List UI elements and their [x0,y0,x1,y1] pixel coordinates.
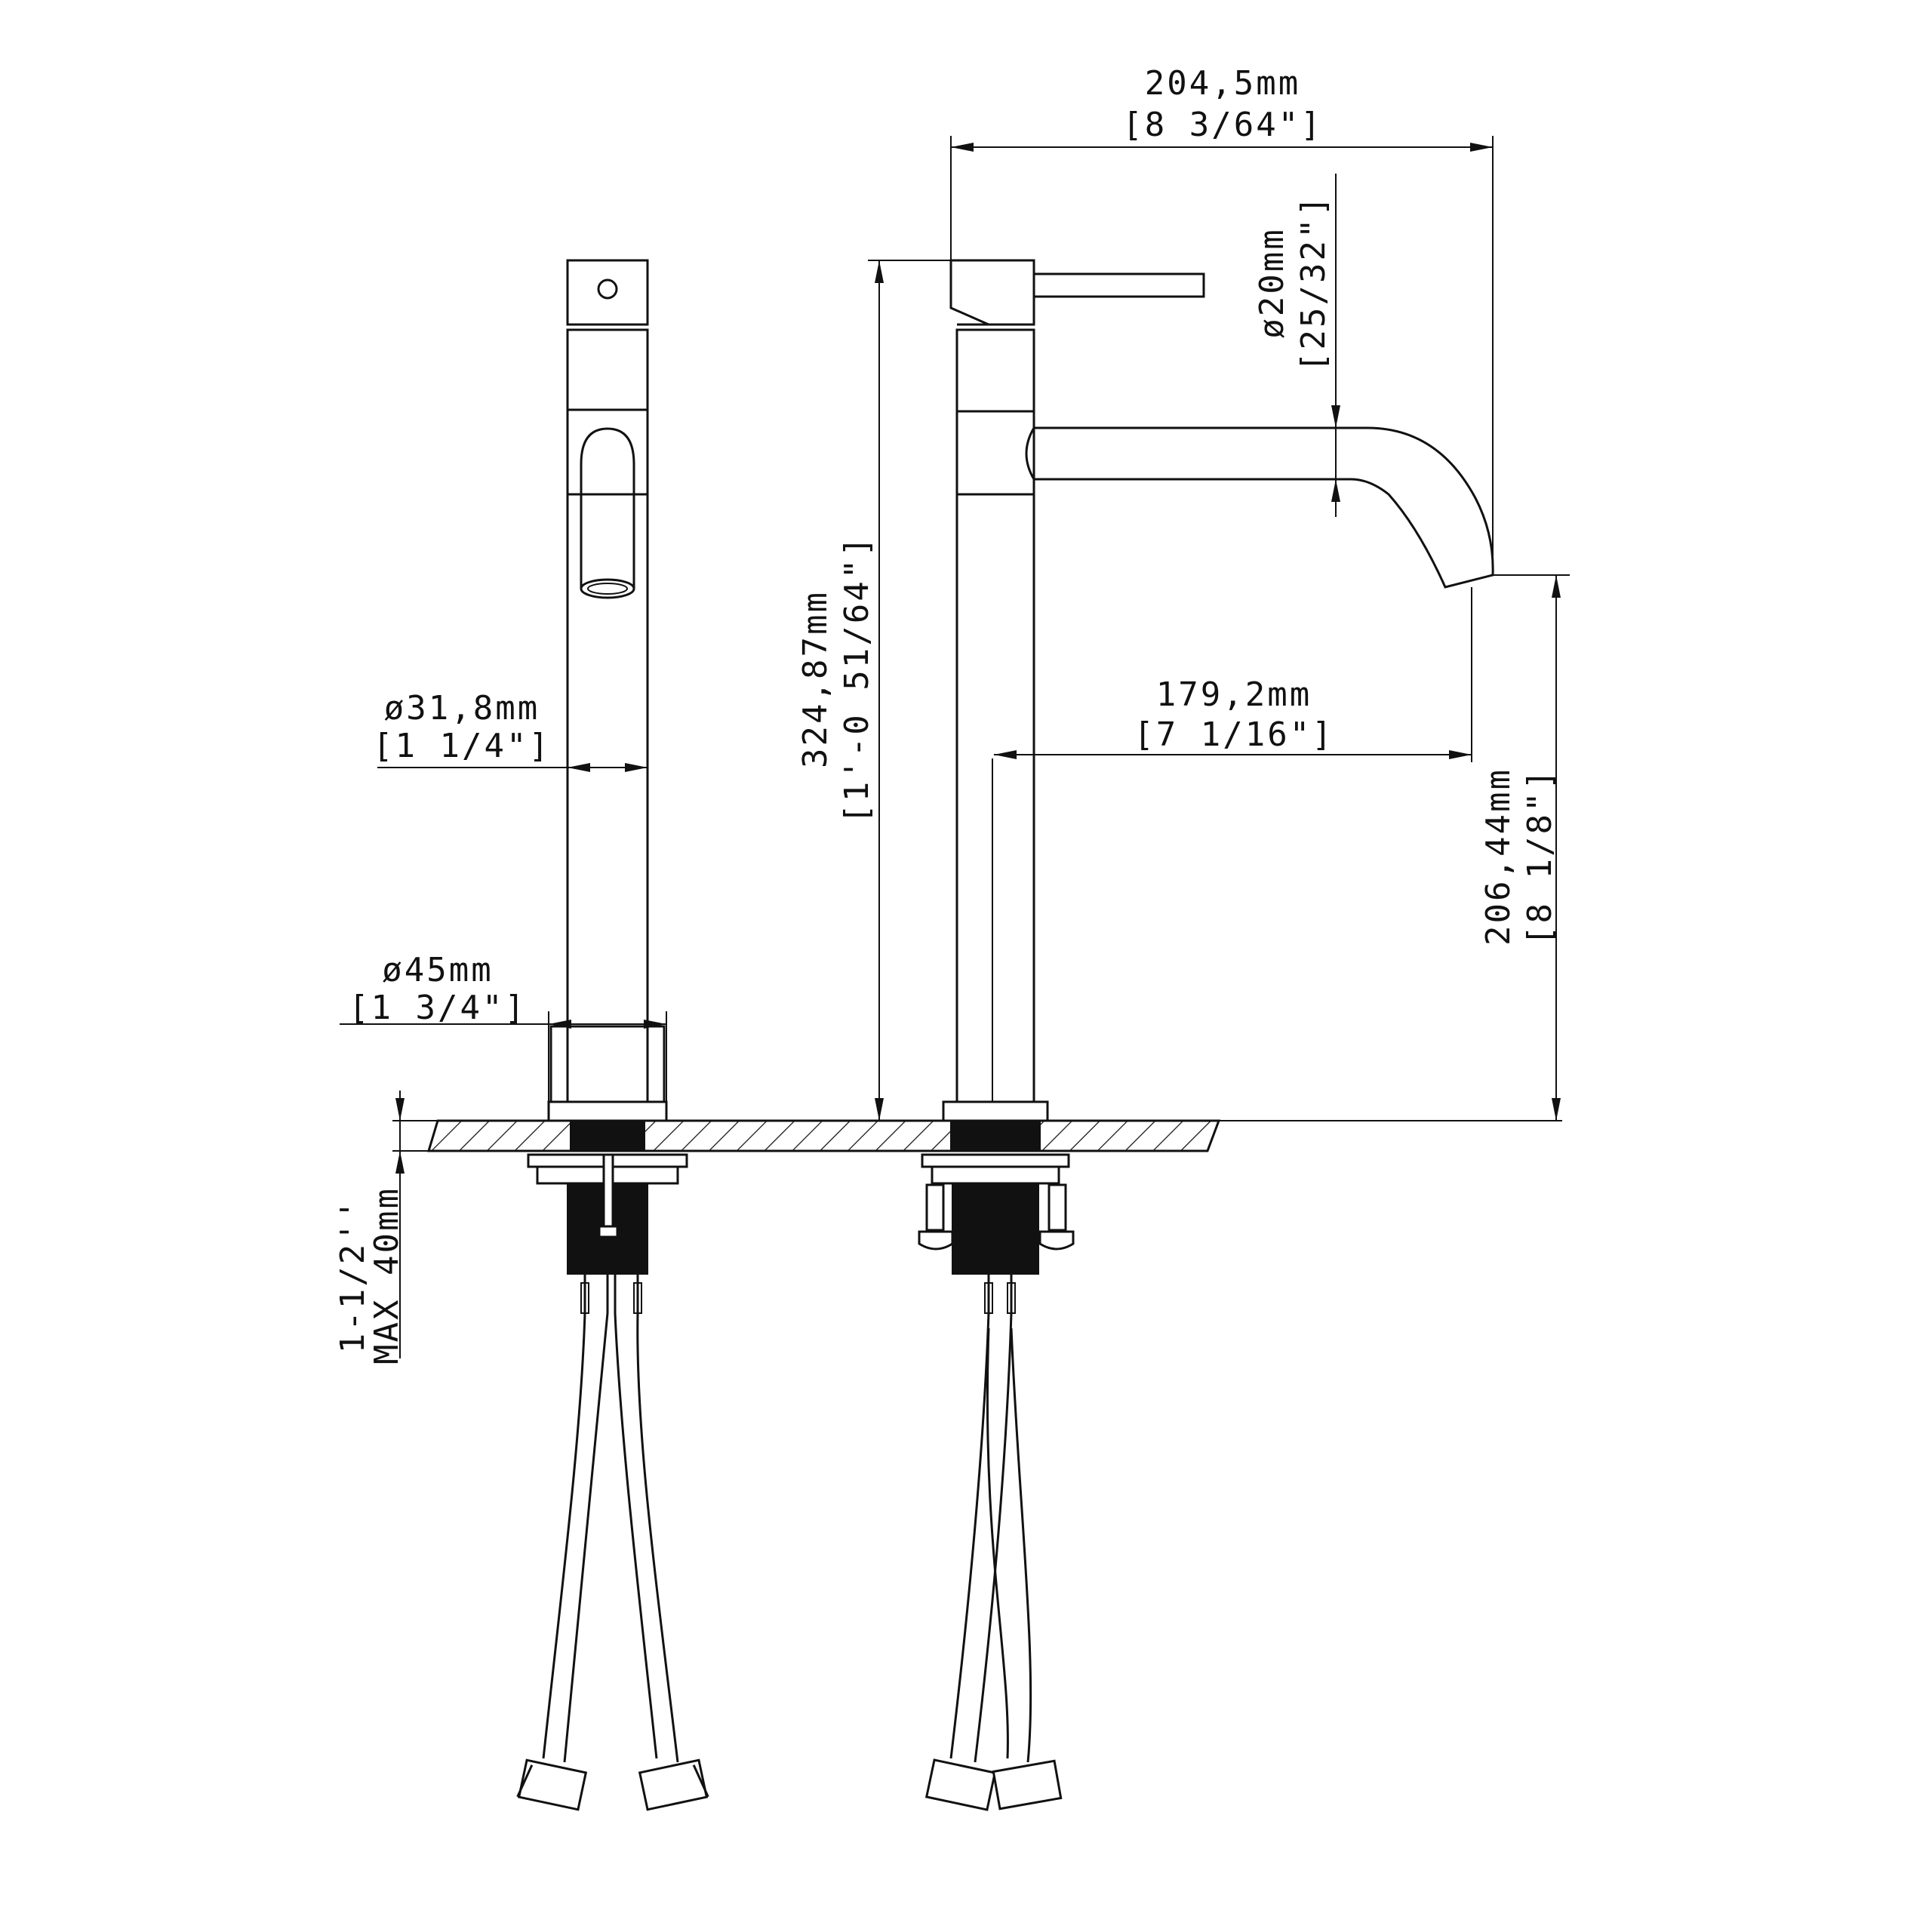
spout-height-imperial: [8 1/8"] [1521,768,1559,946]
handle-diameter-imperial: [25/32"] [1294,194,1333,372]
spout-reach-metric: 179,2mm [1156,675,1312,714]
total-height-imperial: [1'-0 51/64"] [838,534,876,823]
spout-reach-imperial: [7 1/16"] [1134,715,1334,754]
handle-diameter-metric: ø20mm [1253,227,1291,338]
body-diameter-metric: ø31,8mm [384,689,540,728]
overall-width-imperial: [8 3/64"] [1122,106,1322,144]
total-height-metric: 324,87mm [796,590,835,768]
dimension-lines [340,136,1570,1358]
front-view-faucet [918,259,1494,1811]
dimension-labels: 204,5mm [8 3/64"] ø20mm [25/32"] ø31,8mm… [334,64,1559,1364]
base-diameter-imperial: [1 3/4"] [349,989,527,1027]
base-diameter-metric: ø45mm [382,951,493,989]
overall-width-metric: 204,5mm [1145,64,1300,103]
body-diameter-imperial: [1 1/4"] [373,727,551,765]
side-view-faucet [516,259,709,1811]
deck-thickness-imperial: 1-1/2'' [334,1198,372,1353]
spout-height-metric: 206,44mm [1479,768,1518,946]
deck-thickness-metric: MAX 40mm [368,1186,406,1364]
